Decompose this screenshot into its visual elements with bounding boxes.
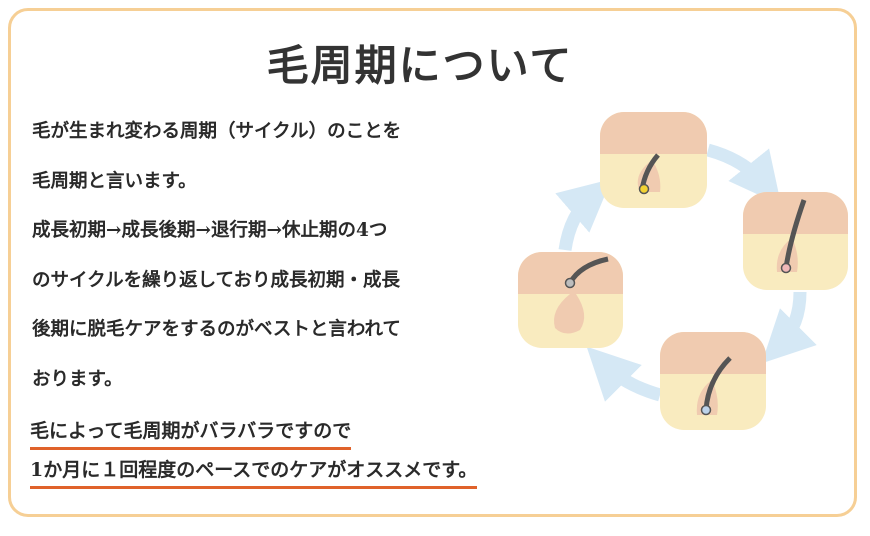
arrow-icon: [706, 143, 782, 206]
tile-telogen: [518, 252, 623, 348]
cycle-arrows: [555, 143, 817, 402]
arrow-icon: [555, 178, 612, 252]
arrow-icon: [586, 346, 662, 402]
description-line: のサイクルを繰り返しており成長初期・成長: [32, 269, 400, 291]
tile-early-anagen: [600, 112, 707, 208]
description-line: 後期に脱毛ケアをするのがベストと言われて: [32, 319, 401, 340]
description-line: 毛周期と言います。: [32, 170, 197, 192]
description-line: 成長初期→成長後期→退行期→休止期の4つ: [32, 220, 388, 241]
arrow-icon: [761, 291, 817, 364]
description-line: 毛が生まれ変わる周期（サイクル）のことを: [32, 121, 402, 142]
tile-late-anagen: [743, 192, 848, 290]
tile-catagen: [660, 332, 766, 430]
description-line: おります。: [32, 368, 123, 390]
page-title: 毛周期について: [266, 41, 574, 90]
info-card: [8, 8, 857, 517]
highlight-line-2: 1か月に１回程度のペースでのケアがオススメです。: [30, 455, 478, 489]
highlight-line-1: 毛によって毛周期がバラバラですので: [30, 416, 352, 450]
description: 毛が生まれ変わる周期（サイクル）のことを 毛周期と言います。 成長初期→成長後期…: [32, 112, 512, 409]
